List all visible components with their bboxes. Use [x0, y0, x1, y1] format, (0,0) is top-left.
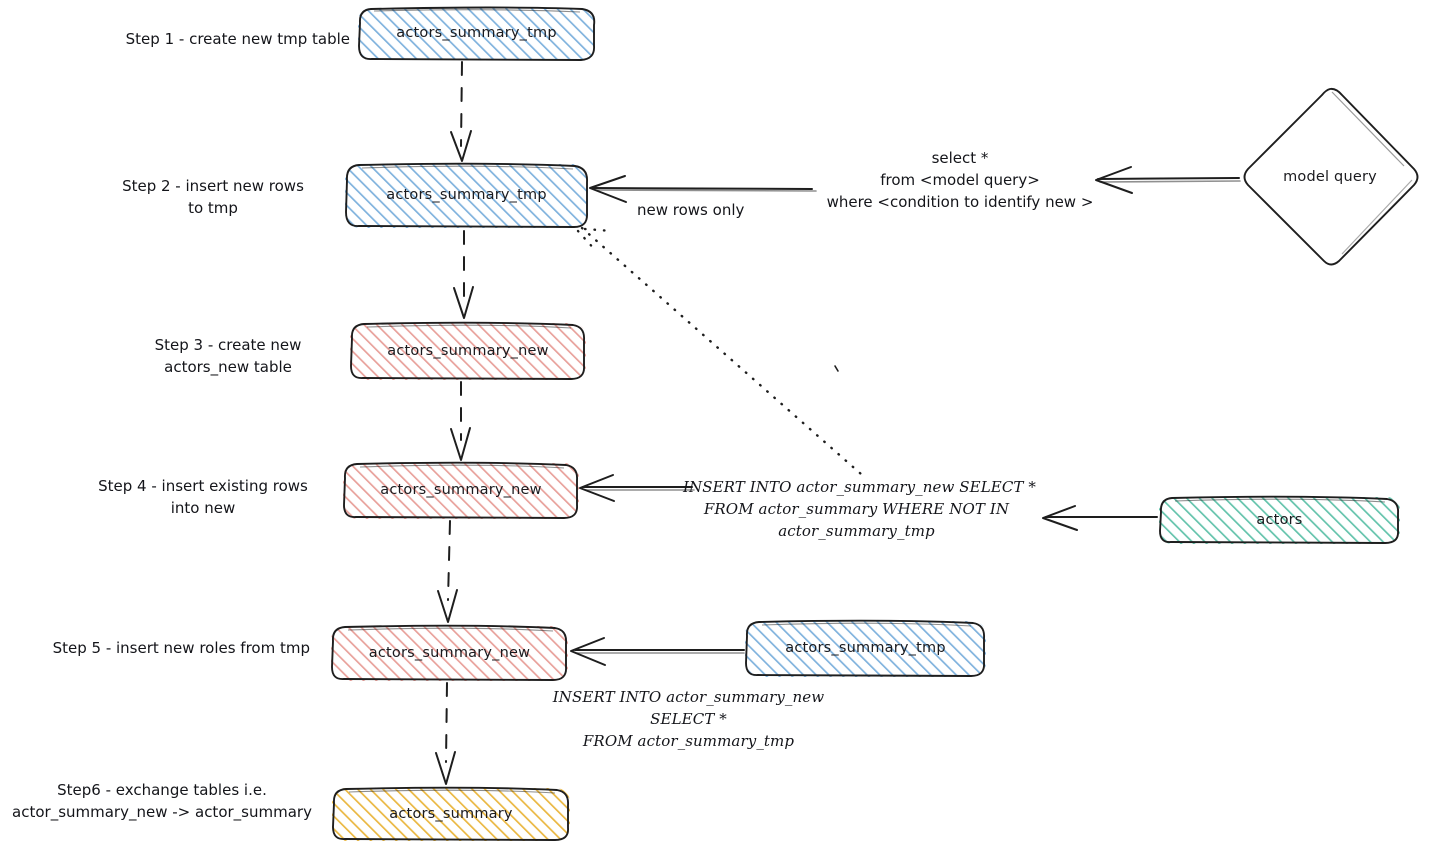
step-label-4: Step 4 - insert existing rows into new	[98, 477, 308, 517]
step-label-6: Step6 - exchange tables i.e. actor_summa…	[12, 781, 312, 821]
node-label: actors_summary_tmp	[396, 25, 557, 42]
arrow-step3-to-step4	[450, 381, 471, 461]
node-label: actors_summary_new	[387, 342, 549, 359]
node-label: actors_summary_tmp	[386, 187, 547, 204]
arrow-actors-to-insert-existing	[1042, 505, 1158, 531]
node-label: actors	[1256, 511, 1303, 528]
node-label: actors_summary_tmp	[785, 640, 946, 657]
arrow-step1-to-step2	[450, 61, 472, 162]
arrow-insert-existing-to-new	[579, 474, 695, 502]
annotation-new-rows-only: new rows only	[637, 201, 745, 219]
node-actors-summary-new-4[interactable]: actors_summary_new	[343, 463, 579, 519]
arrow-dotted-tmp-to-insert-note	[576, 226, 863, 476]
node-actors-summary-tmp-1[interactable]: actors_summary_tmp	[358, 8, 595, 60]
arrow-tmp-src-to-new-5	[570, 637, 745, 666]
node-actors-summary-6[interactable]: actors_summary	[332, 788, 570, 841]
arrow-step2-to-step3	[453, 230, 474, 319]
node-model-query-diamond[interactable]: model query	[1239, 87, 1421, 269]
node-actors-source[interactable]: actors	[1159, 497, 1400, 544]
node-actors-summary-tmp-source[interactable]: actors_summary_tmp	[745, 621, 986, 677]
arrow-step5-to-step6	[435, 682, 456, 785]
arrow-new-rows-to-tmp	[589, 175, 817, 203]
arrow-step4-to-step5	[437, 520, 458, 623]
node-label: actors_summary	[389, 805, 513, 822]
step-label-1: Step 1 - create new tmp table	[125, 30, 350, 48]
node-actors-summary-new-3[interactable]: actors_summary_new	[350, 323, 586, 380]
annotation-insert-from-tmp-sql: INSERT INTO actor_summary_new SELECT * F…	[552, 688, 825, 750]
node-label: model query	[1283, 169, 1377, 186]
step-label-2: Step 2 - insert new rows to tmp	[122, 177, 304, 217]
arrow-model-query-to-sql	[1095, 166, 1241, 194]
step-label-3: Step 3 - create new actors_new table	[154, 336, 302, 376]
node-label: actors_summary_new	[368, 644, 531, 661]
annotation-model-query-sql: select * from <model query> where <condi…	[826, 149, 1094, 211]
node-label: actors_summary_new	[380, 482, 542, 499]
step-label-5: Step 5 - insert new roles from tmp	[52, 639, 310, 657]
node-actors-summary-tmp-2[interactable]: actors_summary_tmp	[345, 164, 588, 228]
node-actors-summary-new-5[interactable]: actors_summary_new	[331, 626, 568, 681]
stray-mark	[834, 365, 839, 372]
annotation-insert-existing-sql: INSERT INTO actor_summary_new SELECT * F…	[683, 478, 1036, 540]
